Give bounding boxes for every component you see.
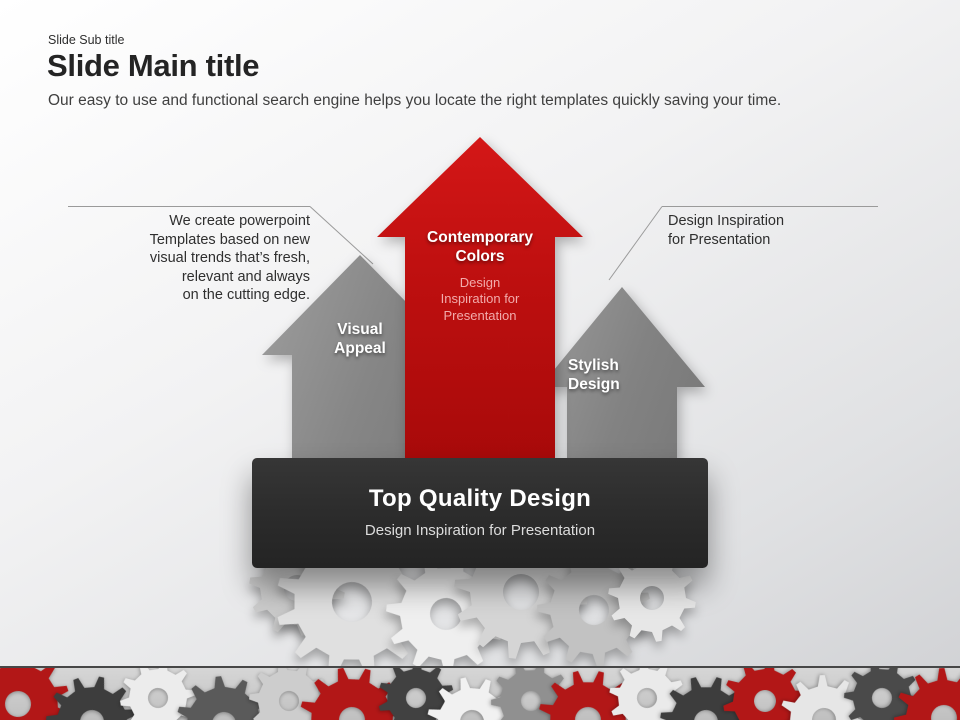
gear-icon bbox=[660, 677, 752, 720]
arrow-stylish-design-label: Stylish Design bbox=[568, 357, 620, 393]
banner-title: Top Quality Design bbox=[368, 485, 592, 512]
gear-icon bbox=[0, 668, 70, 720]
arrow-visual-appeal-label: Visual Appeal bbox=[334, 321, 386, 357]
gear-icon bbox=[249, 668, 329, 720]
slide-title: Slide Main title bbox=[47, 48, 260, 83]
gear-icon bbox=[120, 668, 196, 720]
arrow-contemporary-colors-sublabel: Design Inspiration for Presentation bbox=[440, 275, 520, 323]
gear-icon bbox=[723, 668, 807, 720]
arrow-contemporary-colors: Contemporary Colors Design Inspiration f… bbox=[377, 137, 583, 461]
arrow-stylish-design: Stylish Design bbox=[540, 287, 705, 461]
gear-icon bbox=[608, 554, 696, 642]
gear-icon bbox=[536, 553, 650, 667]
callout-line-left-diagonal bbox=[309, 206, 374, 265]
band-gears bbox=[0, 668, 960, 720]
gear-icon bbox=[299, 668, 405, 720]
banner-subtitle: Design Inspiration for Presentation bbox=[364, 522, 596, 539]
bottom-gear-band bbox=[0, 666, 960, 720]
arrow-contemporary-colors-shape: Contemporary Colors Design Inspiration f… bbox=[377, 137, 583, 461]
gear-icon bbox=[177, 676, 273, 720]
gear-icon bbox=[894, 668, 960, 720]
arrow-contemporary-colors-label: Contemporary Colors bbox=[427, 229, 533, 265]
slide-subtitle: Slide Sub title bbox=[48, 33, 125, 47]
callout-line-right-diagonal bbox=[608, 206, 663, 281]
gear-icon bbox=[491, 668, 571, 720]
slide-description: Our easy to use and functional search en… bbox=[48, 92, 782, 109]
gear-icon bbox=[538, 670, 638, 720]
callout-left-text: We create powerpoint Templates based on … bbox=[149, 213, 310, 304]
banner: Top Quality Design Design Inspiration fo… bbox=[252, 458, 708, 568]
gear-icon bbox=[45, 676, 138, 720]
callout-lines bbox=[68, 206, 878, 281]
callout-right-text: Design Inspiration for Presentation bbox=[668, 213, 785, 248]
